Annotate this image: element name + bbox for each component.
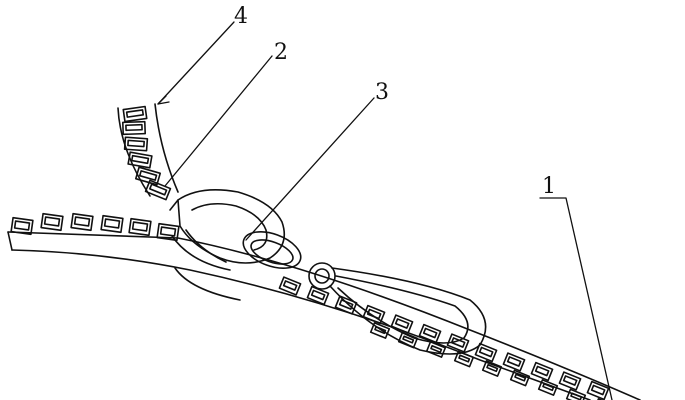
zipper-tooth bbox=[502, 352, 526, 372]
zipper-slider-icon bbox=[169, 189, 286, 271]
zipper-tooth bbox=[509, 369, 531, 387]
zipper-tooth bbox=[156, 222, 180, 242]
zipper-tooth-slot bbox=[542, 382, 555, 392]
zipper-tape-icon bbox=[7, 231, 641, 400]
zipper-tooth-slot bbox=[562, 375, 578, 386]
zipper-tooth-slot bbox=[43, 216, 61, 227]
zipper-tooth-slot bbox=[149, 183, 168, 196]
zipper-tooth bbox=[530, 361, 554, 382]
zipper-tooth-slot bbox=[430, 344, 443, 354]
upper-tape bbox=[117, 103, 179, 197]
zipper-tooth-slot bbox=[506, 356, 522, 367]
zipper-tooth bbox=[558, 371, 582, 391]
zipper-tooth bbox=[70, 212, 94, 232]
zipper-tooth bbox=[40, 212, 64, 232]
zipper-tooth-slot bbox=[514, 373, 527, 382]
zipper-tooth bbox=[127, 151, 153, 169]
zipper-tooth bbox=[453, 350, 475, 368]
callout-1: 1 bbox=[542, 174, 556, 199]
zipper-tooth-slot bbox=[422, 327, 438, 339]
zipper-tooth bbox=[306, 285, 330, 306]
zipper-tooth bbox=[128, 217, 152, 237]
zipper-tooth-slot bbox=[590, 384, 606, 396]
zipper-tooth-slot bbox=[282, 280, 298, 291]
zipper-tooth bbox=[278, 276, 302, 296]
callout-3: 3 bbox=[375, 80, 389, 105]
zipper-tooth-slot bbox=[534, 365, 550, 377]
zipper-tooth bbox=[537, 379, 559, 396]
zipper-tooth-slot bbox=[127, 139, 145, 148]
zipper-tooth bbox=[586, 380, 610, 400]
zipper-tooth-slot bbox=[125, 123, 143, 132]
zipper-tooth-slot bbox=[310, 289, 326, 301]
zipper-tooth bbox=[123, 136, 149, 152]
zipper-tooth-slot bbox=[131, 221, 149, 232]
zipper-tooth-slot bbox=[125, 109, 145, 118]
zipper-pull-tab-icon bbox=[242, 230, 487, 355]
callout-4: 4 bbox=[234, 4, 248, 29]
zipper-tooth bbox=[481, 360, 503, 377]
upper-teeth-icon bbox=[121, 105, 172, 201]
zipper-tooth-slot bbox=[159, 226, 177, 237]
zipper-tooth bbox=[474, 342, 498, 363]
zipper-tooth bbox=[121, 120, 147, 136]
zipper-tooth-slot bbox=[458, 354, 471, 363]
zipper-tooth-slot bbox=[478, 346, 494, 358]
callout-2: 2 bbox=[274, 40, 288, 65]
zipper-tooth-slot bbox=[394, 318, 410, 329]
zipper-tooth bbox=[418, 323, 442, 344]
zipper-tooth-slot bbox=[103, 218, 121, 229]
zipper-tooth bbox=[425, 341, 447, 358]
zipper-tooth bbox=[446, 333, 470, 353]
zipper-tooth-slot bbox=[338, 299, 354, 310]
zipper-tooth-slot bbox=[402, 335, 415, 344]
zipper-tooth bbox=[10, 216, 34, 236]
zipper-tooth-slot bbox=[570, 392, 583, 400]
zipper-tooth bbox=[122, 105, 148, 123]
zipper-tooth-slot bbox=[130, 154, 150, 165]
zipper-tooth-slot bbox=[13, 220, 31, 231]
leader-lines bbox=[157, 21, 613, 400]
zipper-tooth bbox=[334, 295, 358, 315]
zipper-teeth-icon bbox=[10, 212, 615, 400]
zipper-tooth-slot bbox=[138, 170, 158, 181]
zipper-tooth-slot bbox=[486, 363, 499, 373]
zipper-tooth bbox=[144, 179, 172, 201]
zipper-tooth bbox=[134, 166, 162, 186]
zipper-tooth-slot bbox=[73, 216, 91, 227]
zipper-tooth bbox=[390, 314, 414, 334]
zipper-tooth bbox=[100, 214, 124, 234]
